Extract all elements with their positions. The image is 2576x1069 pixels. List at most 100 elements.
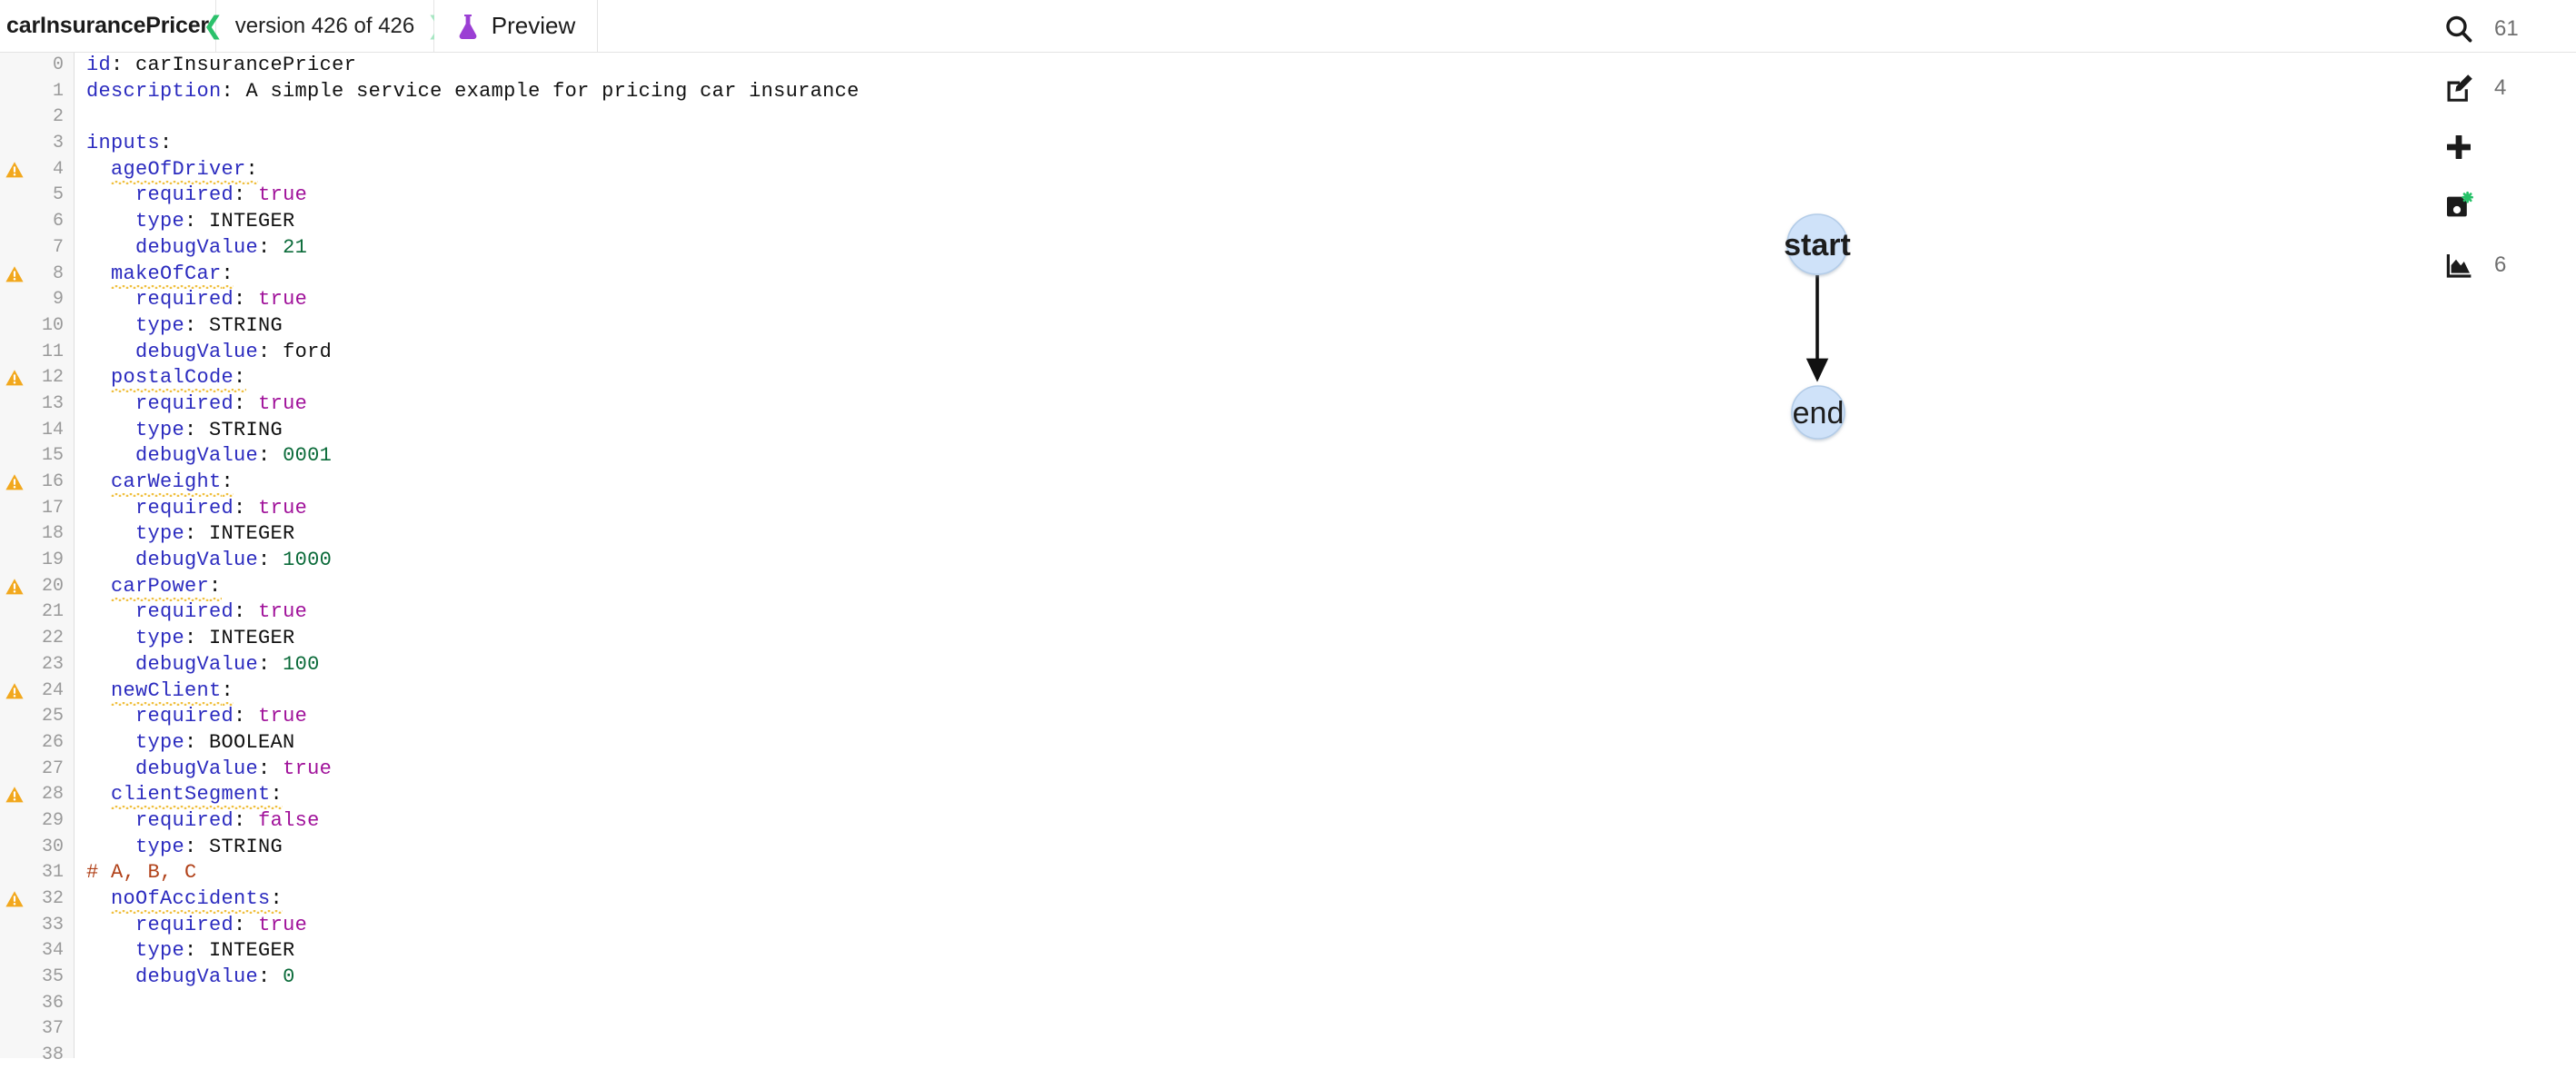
tab-file-title[interactable]: carInsurancePricer bbox=[0, 0, 216, 53]
gutter-line: 19 bbox=[0, 548, 75, 574]
search-icon[interactable] bbox=[2431, 14, 2487, 45]
code-line[interactable]: ageOfDriver: bbox=[75, 157, 2576, 183]
code-line[interactable]: type: INTEGER bbox=[75, 521, 2576, 548]
code-line[interactable]: type: STRING bbox=[75, 835, 2576, 861]
tab-version-selector[interactable]: ❮ version 426 of 426 ❯ bbox=[203, 0, 447, 53]
gutter-line: 10 bbox=[0, 313, 75, 340]
code-line[interactable]: type: INTEGER bbox=[75, 209, 2576, 235]
code-line[interactable]: type: INTEGER bbox=[75, 626, 2576, 652]
warning-icon[interactable] bbox=[5, 160, 25, 180]
gutter-line: 21 bbox=[0, 599, 75, 626]
code-line[interactable]: required: true bbox=[75, 496, 2576, 522]
graph-node-end-label: end bbox=[1793, 396, 1845, 431]
warning-icon[interactable] bbox=[5, 785, 25, 805]
toolbar-edit[interactable]: 4 bbox=[2431, 59, 2576, 117]
toolbar-add[interactable] bbox=[2431, 118, 2576, 176]
edit-icon[interactable] bbox=[2431, 73, 2487, 104]
code-line[interactable]: clientSegment: bbox=[75, 782, 2576, 808]
code-line[interactable]: # A, B, C bbox=[75, 860, 2576, 886]
line-number: 11 bbox=[41, 341, 64, 362]
graph-node-end[interactable]: end bbox=[1791, 385, 1845, 440]
gutter-line: 5 bbox=[0, 183, 75, 209]
code-line[interactable]: debugValue: 21 bbox=[75, 235, 2576, 262]
tab-bar-filler bbox=[598, 0, 2576, 53]
line-number: 38 bbox=[41, 1044, 64, 1066]
code-line[interactable]: debugValue: true bbox=[75, 757, 2576, 783]
code-line[interactable]: inputs: bbox=[75, 131, 2576, 157]
code-line[interactable]: required: true bbox=[75, 599, 2576, 626]
code-line[interactable]: makeOfCar: bbox=[75, 262, 2576, 288]
code-line-text: type: INTEGER bbox=[135, 627, 295, 650]
line-number: 28 bbox=[41, 784, 64, 806]
workflow-graph[interactable]: start end bbox=[1545, 53, 2181, 779]
code-line-text: newClient: bbox=[75, 678, 234, 705]
graph-node-start[interactable]: start bbox=[1784, 213, 1851, 275]
warning-icon[interactable] bbox=[5, 889, 25, 909]
code-line[interactable]: carWeight: bbox=[75, 470, 2576, 496]
toolbar-search[interactable]: 61 bbox=[2431, 0, 2576, 58]
code-line[interactable]: required: true bbox=[75, 913, 2576, 939]
code-line[interactable]: postalCode: bbox=[75, 365, 2576, 391]
code-line[interactable]: type: INTEGER bbox=[75, 938, 2576, 965]
code-line[interactable]: carPower: bbox=[75, 574, 2576, 600]
code-line[interactable]: newClient: bbox=[75, 678, 2576, 705]
code-line-text: inputs: bbox=[86, 132, 173, 155]
line-number: 19 bbox=[41, 549, 64, 571]
code-line[interactable]: required: true bbox=[75, 391, 2576, 418]
warning-icon[interactable] bbox=[5, 681, 25, 701]
code-line[interactable]: required: true bbox=[75, 287, 2576, 313]
line-number: 14 bbox=[41, 419, 64, 440]
gutter-line: 26 bbox=[0, 730, 75, 757]
plus-icon[interactable] bbox=[2431, 132, 2487, 163]
line-number: 7 bbox=[52, 236, 64, 258]
save-new-icon[interactable] bbox=[2431, 191, 2487, 222]
code-line[interactable] bbox=[75, 1043, 2576, 1069]
code-line[interactable]: type: STRING bbox=[75, 313, 2576, 340]
code-line[interactable] bbox=[75, 1016, 2576, 1043]
code-line[interactable]: noOfAccidents: bbox=[75, 886, 2576, 913]
code-line[interactable]: id: carInsurancePricer bbox=[75, 53, 2576, 79]
gutter-line: 35 bbox=[0, 965, 75, 991]
code-line[interactable]: description: A simple service example fo… bbox=[75, 79, 2576, 105]
gutter-line: 3 bbox=[0, 131, 75, 157]
line-number: 13 bbox=[41, 392, 64, 414]
gutter-line: 36 bbox=[0, 991, 75, 1017]
code-line[interactable]: required: false bbox=[75, 808, 2576, 835]
code-line[interactable]: debugValue: 100 bbox=[75, 652, 2576, 678]
code-line-text: required: true bbox=[135, 183, 308, 207]
gutter-line: 20 bbox=[0, 574, 75, 600]
code-line-text: type: INTEGER bbox=[135, 210, 295, 233]
stats-count: 6 bbox=[2494, 252, 2507, 277]
code-line[interactable] bbox=[75, 991, 2576, 1017]
toolbar-save[interactable] bbox=[2431, 177, 2576, 235]
code-line[interactable] bbox=[75, 104, 2576, 131]
gutter-line: 27 bbox=[0, 757, 75, 783]
gutter-line: 31 bbox=[0, 860, 75, 886]
tab-preview[interactable]: Preview bbox=[434, 0, 598, 53]
code-line[interactable]: required: true bbox=[75, 183, 2576, 209]
gutter-line: 34 bbox=[0, 938, 75, 965]
toolbar-stats[interactable]: 6 bbox=[2431, 236, 2576, 294]
line-number: 24 bbox=[41, 679, 64, 701]
code-line[interactable]: type: STRING bbox=[75, 418, 2576, 444]
warning-icon[interactable] bbox=[5, 472, 25, 492]
warning-icon[interactable] bbox=[5, 264, 25, 284]
file-title-label: carInsurancePricer bbox=[6, 13, 209, 38]
code-line[interactable]: required: true bbox=[75, 704, 2576, 730]
chevron-left-icon[interactable]: ❮ bbox=[203, 12, 224, 39]
code-line[interactable]: debugValue: 0 bbox=[75, 965, 2576, 991]
code-line[interactable]: debugValue: 0001 bbox=[75, 443, 2576, 470]
line-number: 6 bbox=[52, 211, 64, 233]
code-line[interactable]: debugValue: ford bbox=[75, 340, 2576, 366]
warning-icon[interactable] bbox=[5, 577, 25, 597]
chart-icon[interactable] bbox=[2431, 250, 2487, 281]
line-number: 23 bbox=[41, 653, 64, 675]
line-number: 15 bbox=[41, 445, 64, 467]
code-line[interactable]: type: BOOLEAN bbox=[75, 730, 2576, 757]
gutter-line: 16 bbox=[0, 470, 75, 496]
code-line[interactable]: debugValue: 1000 bbox=[75, 548, 2576, 574]
warning-icon[interactable] bbox=[5, 368, 25, 388]
